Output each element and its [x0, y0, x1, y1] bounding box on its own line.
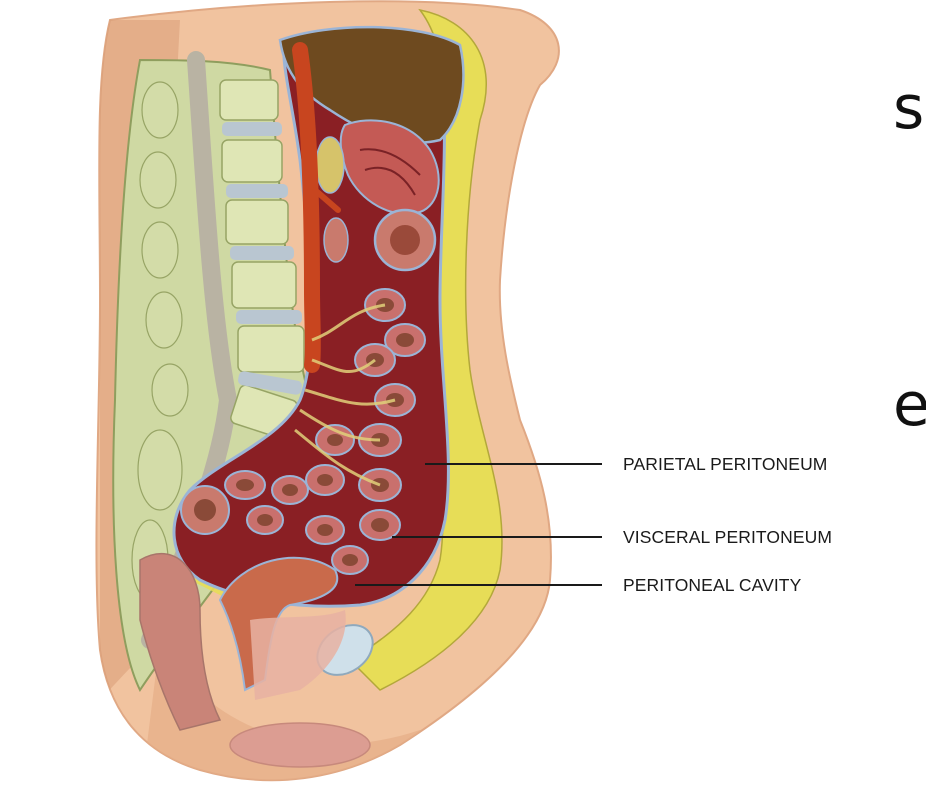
external-genitalia — [230, 723, 370, 767]
label-parietal-peritoneum: PARIETAL PERITONEUM — [623, 454, 827, 475]
label-visceral-peritoneum: VISCERAL PERITONEUM — [623, 527, 832, 548]
pancreas — [316, 137, 344, 193]
label-peritoneal-cavity: PERITONEAL CAVITY — [623, 575, 801, 596]
